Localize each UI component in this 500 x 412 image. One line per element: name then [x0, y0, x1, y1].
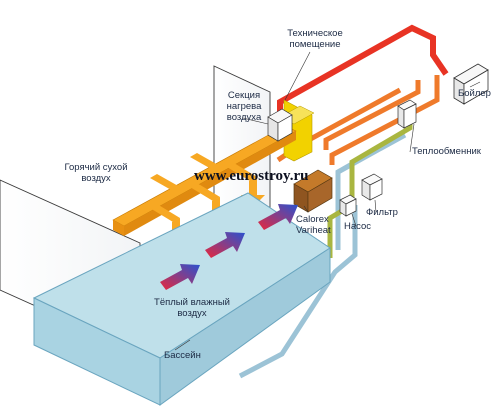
warm-humid-air-arrows	[160, 204, 298, 290]
calorex-label: Calorex Variheat	[296, 214, 331, 236]
hot-dry-air-line1: Горячий сухой	[64, 162, 128, 173]
warm-humid-air-line2: воздух	[177, 308, 207, 319]
heat-exchanger-label: Теплообменник	[412, 146, 481, 157]
warm-pipe-2	[323, 80, 421, 150]
hot-dry-air-line2: воздух	[81, 173, 111, 184]
filter-label: Фильтр	[366, 207, 398, 218]
tech-room-label: Техническое помещение	[270, 28, 360, 50]
pump-label: Насос	[344, 221, 372, 232]
pool-label: Бассейн	[164, 350, 201, 361]
boiler-unit	[453, 63, 489, 105]
tech-room-line1: Техническое	[287, 28, 343, 39]
warm-humid-air-label: Тёплый влажный воздух	[142, 297, 242, 319]
filter-unit	[361, 173, 383, 201]
heating-section-line1: Секция	[227, 90, 261, 101]
label-pointers	[174, 51, 481, 351]
heating-section-line2: нагрева	[226, 101, 262, 112]
pump-unit	[339, 194, 357, 217]
warm-humid-air-line1: Тёплый влажный	[154, 297, 230, 308]
boiler-label: Бойлер	[458, 88, 491, 99]
heating-section-label: Секция нагрева воздуха	[222, 90, 266, 123]
pool-side-right	[159, 247, 331, 406]
heat-exchanger-unit	[397, 99, 417, 129]
heating-section-line3: воздуха	[226, 112, 262, 123]
tech-room-line2: помещение	[289, 39, 341, 50]
cold-pipe-to-pool	[238, 205, 358, 379]
hot-dry-air-label: Горячий сухой воздух	[56, 162, 136, 184]
calorex-line2: Variheat	[296, 225, 331, 236]
heating-section-box	[267, 108, 293, 142]
hot-supply-pipe	[277, 24, 449, 117]
watermark-url: www.eurostroy.ru	[194, 168, 309, 184]
hot-air-duct	[112, 125, 297, 236]
warm-pipe-1	[329, 75, 440, 165]
calorex-line1: Calorex	[296, 214, 329, 225]
